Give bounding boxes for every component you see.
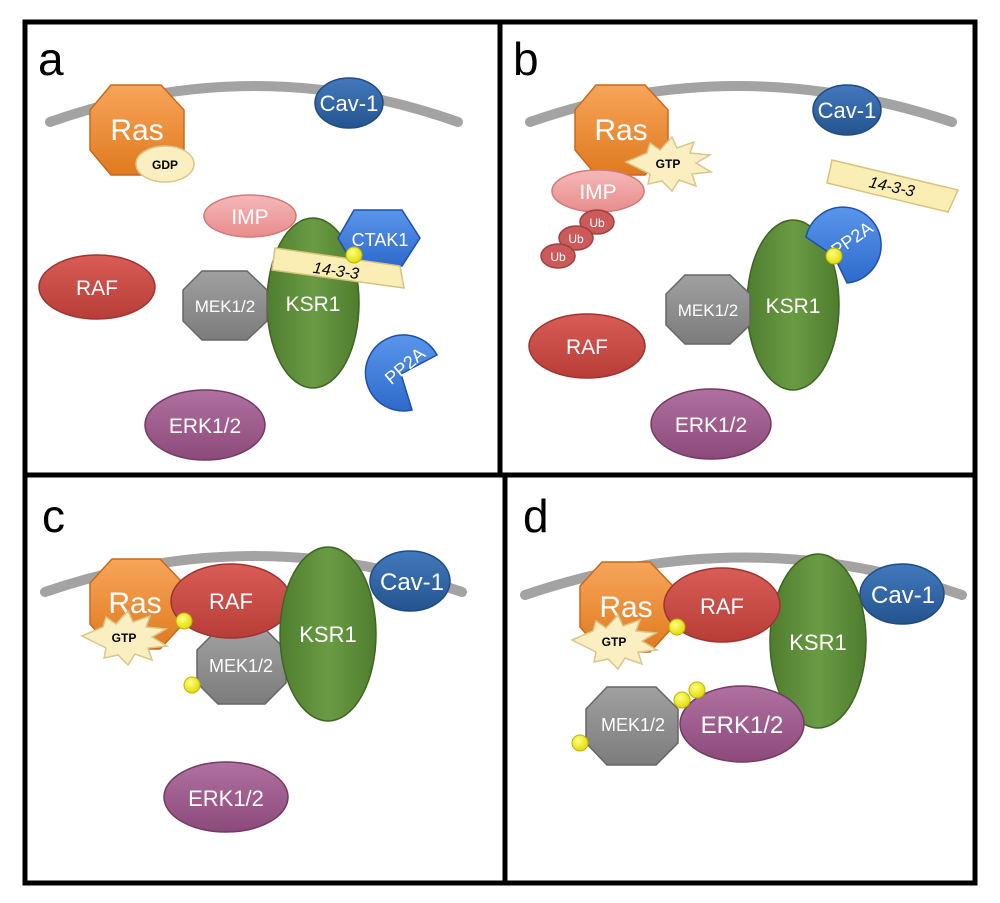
mek-label: MEK1/2	[678, 301, 738, 320]
raf-ellipse	[38, 254, 156, 320]
gdp-label: GDP	[152, 158, 178, 172]
panel-c-label: c	[42, 490, 65, 542]
ub-ellipse	[540, 243, 576, 269]
erk-ellipse	[144, 389, 266, 461]
mek-label: MEK1/2	[209, 656, 273, 676]
panel-a-label: a	[38, 33, 64, 85]
panel-a: a Ras GDP Cav-1 IMP RAF KSR1 MEK1/2 CTAK…	[22, 19, 503, 478]
erk-ellipse	[650, 388, 772, 460]
erk-label: ERK1/2	[701, 712, 784, 739]
phospho-dot	[183, 676, 201, 694]
phospho-dot	[175, 612, 193, 630]
imp-label: IMP	[231, 206, 268, 229]
phospho-dot	[571, 734, 589, 752]
panel-b: b Ras GTP Cav-1 IMP Ub Ub Ub 14-3-3 KSR1…	[497, 19, 978, 478]
f1433-label: 14-3-3	[312, 260, 360, 283]
cav1-ellipse	[369, 550, 451, 612]
gtp-star	[80, 609, 170, 667]
pp2a-pacman	[364, 334, 439, 412]
imp-label: IMP	[579, 181, 616, 204]
phospho-dot	[825, 247, 843, 265]
ras-label: Ras	[110, 114, 163, 147]
f1433-bar	[826, 159, 960, 213]
gdp-ellipse	[135, 145, 195, 183]
panel-d-label: d	[523, 490, 549, 542]
cav1-label: Cav-1	[818, 98, 877, 123]
cav1-label: Cav-1	[320, 91, 379, 116]
imp-ellipse	[203, 194, 297, 238]
raf-ellipse	[663, 567, 781, 643]
ub-ellipse	[579, 209, 615, 235]
ub-label: Ub	[568, 232, 584, 246]
cav1-label: Cav-1	[871, 582, 935, 609]
gtp-star	[570, 613, 660, 671]
phospho-dot	[668, 618, 686, 636]
phospho-dot	[673, 691, 691, 709]
mek-octagon	[182, 270, 268, 341]
ctak1-label: CTAK1	[352, 230, 409, 250]
ub-label: Ub	[550, 250, 566, 264]
panel-d: d Cav-1 KSR1 Ras GTP RAF MEK1/2 ERK1/2	[502, 472, 978, 886]
panel-d-border	[502, 472, 978, 886]
ras-label: Ras	[108, 587, 161, 620]
cav1-ellipse	[859, 563, 945, 625]
erk-label: ERK1/2	[675, 414, 747, 437]
ksr1-label: KSR1	[286, 293, 341, 316]
gtp-label: GTP	[112, 631, 137, 645]
ub-label: Ub	[589, 216, 605, 230]
ksr1-label: KSR1	[789, 630, 846, 655]
raf-label: RAF	[76, 277, 118, 300]
mek-label: MEK1/2	[601, 715, 665, 735]
erk-label: ERK1/2	[188, 786, 264, 811]
ub-ellipse	[558, 225, 594, 251]
raf-label: RAF	[566, 336, 608, 359]
erk-label: ERK1/2	[169, 415, 241, 438]
erk-ellipse	[163, 761, 289, 833]
gtp-label: GTP	[602, 635, 627, 649]
cav1-ellipse	[812, 84, 882, 136]
raf-label: RAF	[700, 594, 744, 619]
panel-b-label: b	[513, 33, 539, 85]
phospho-dot	[688, 681, 706, 699]
raf-ellipse	[528, 313, 646, 379]
cav1-label: Cav-1	[380, 569, 444, 596]
ras-octagon	[574, 84, 669, 176]
gtp-star	[624, 135, 714, 193]
ksr1-label: KSR1	[299, 622, 356, 647]
mek-octagon	[196, 628, 287, 705]
ksr1-ellipse	[769, 553, 867, 729]
raf-label: RAF	[209, 589, 253, 614]
ras-label: Ras	[599, 591, 652, 624]
mek-label: MEK1/2	[195, 297, 255, 316]
mek-octagon	[665, 274, 751, 345]
mek-octagon	[585, 686, 679, 766]
ras-label: Ras	[594, 114, 647, 147]
phospho-dot	[345, 246, 363, 264]
cav1-ellipse	[314, 77, 384, 129]
panel-c: c Cav-1 Ras GTP MEK1/2 RAF KSR1 ERK1/2	[22, 472, 508, 886]
ksr1-ellipse	[279, 546, 377, 722]
erk-ellipse	[679, 685, 805, 763]
gtp-label: GTP	[656, 157, 681, 171]
pp2a-pacman	[805, 206, 882, 284]
ksr1-label: KSR1	[766, 295, 821, 318]
